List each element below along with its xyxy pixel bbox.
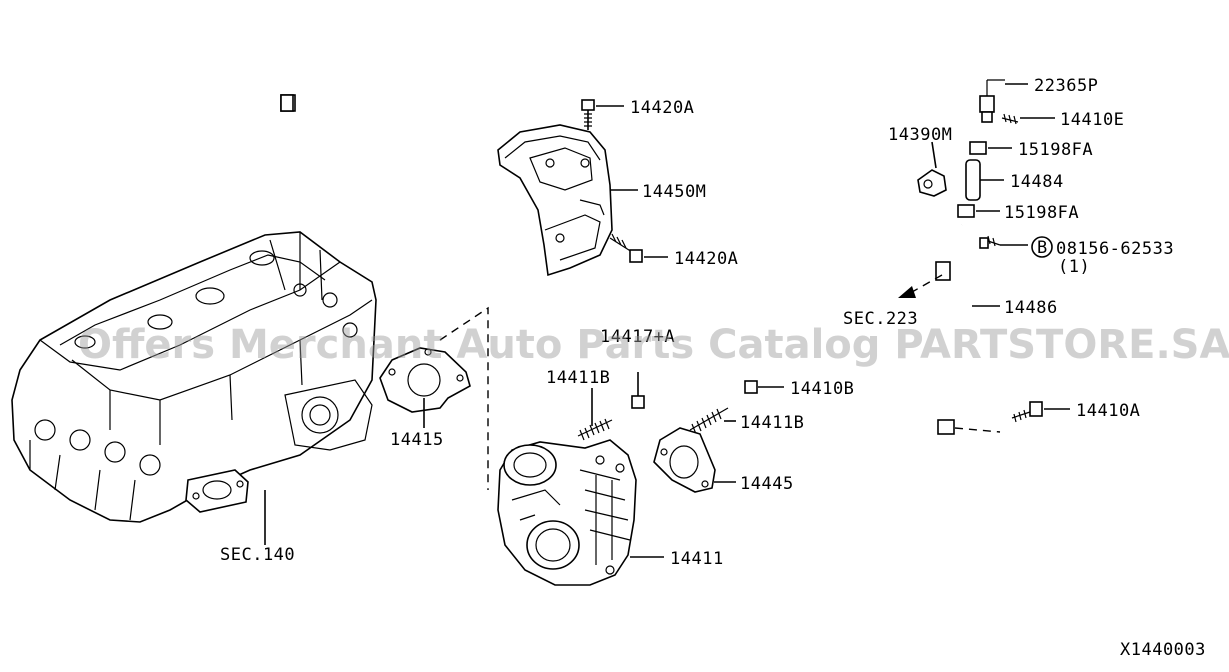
stud-14411B-left [577,418,613,441]
label-14411B-right: 14411B [740,413,804,433]
label-sec140: SEC.140 [220,545,295,565]
label-14410B: 14410B [790,379,854,399]
nut-14410B [744,380,758,394]
label-14415: 14415 [390,430,444,450]
label-08156-circle: B [1037,238,1048,258]
label-08156-qty: (1) [1058,257,1090,277]
nut-14417A [631,372,645,409]
bolt-type-b-circle [1031,236,1053,258]
label-14420A-mid: 14420A [674,249,738,269]
bolt-14420A-mid [609,233,643,263]
label-14450M: 14450M [642,182,706,202]
p14390M-leader [931,141,937,169]
gasket-14415-drawing [379,347,471,413]
sensor-22365P-main [280,94,294,112]
bolt-14420A-top [581,99,595,130]
bolt-14410A [954,401,1043,433]
label-15198FA-top: 15198FA [1018,140,1093,160]
bolt-14410E [1001,113,1019,125]
stud-14411B-right [689,407,729,435]
label-14417A: 14417+A [600,327,675,347]
sensor-22365P-visible [979,79,1005,123]
label-14410E: 14410E [1060,110,1124,130]
clip-15198FA-bottom [957,204,975,218]
label-08156-62533: 08156-62533 [1056,239,1174,259]
pipe-14486 [933,224,976,435]
watermark-text: Offers Merchant Auto Parts Catalog PARTS… [78,322,1229,368]
cylinder-head-drawing [11,231,377,523]
heat-shield-14450M-drawing [497,124,613,277]
label-14410A: 14410A [1076,401,1140,421]
gasket-14445-drawing [653,427,716,493]
clip-15198FA-top [969,141,987,155]
label-14411B-left: 14411B [546,368,610,388]
label-14486: 14486 [1004,298,1058,318]
label-14390M: 14390M [888,125,952,145]
label-15198FA-bottom: 15198FA [1004,203,1079,223]
turbocharger-14411-drawing [497,439,637,586]
label-14445: 14445 [740,474,794,494]
label-14420A-top: 14420A [630,98,694,118]
label-22365P: 22365P [1034,76,1098,96]
label-14411: 14411 [670,549,724,569]
clamp-14390M [917,169,947,197]
bolt-08156-62533 [979,235,1001,249]
hose-14484 [965,159,981,201]
sec223-arrow [898,274,943,298]
dash-guide-14415 [439,306,489,490]
label-sec223: SEC.223 [843,309,918,329]
label-14484: 14484 [1010,172,1064,192]
label-diagram-code: X1440003 [1120,640,1206,660]
